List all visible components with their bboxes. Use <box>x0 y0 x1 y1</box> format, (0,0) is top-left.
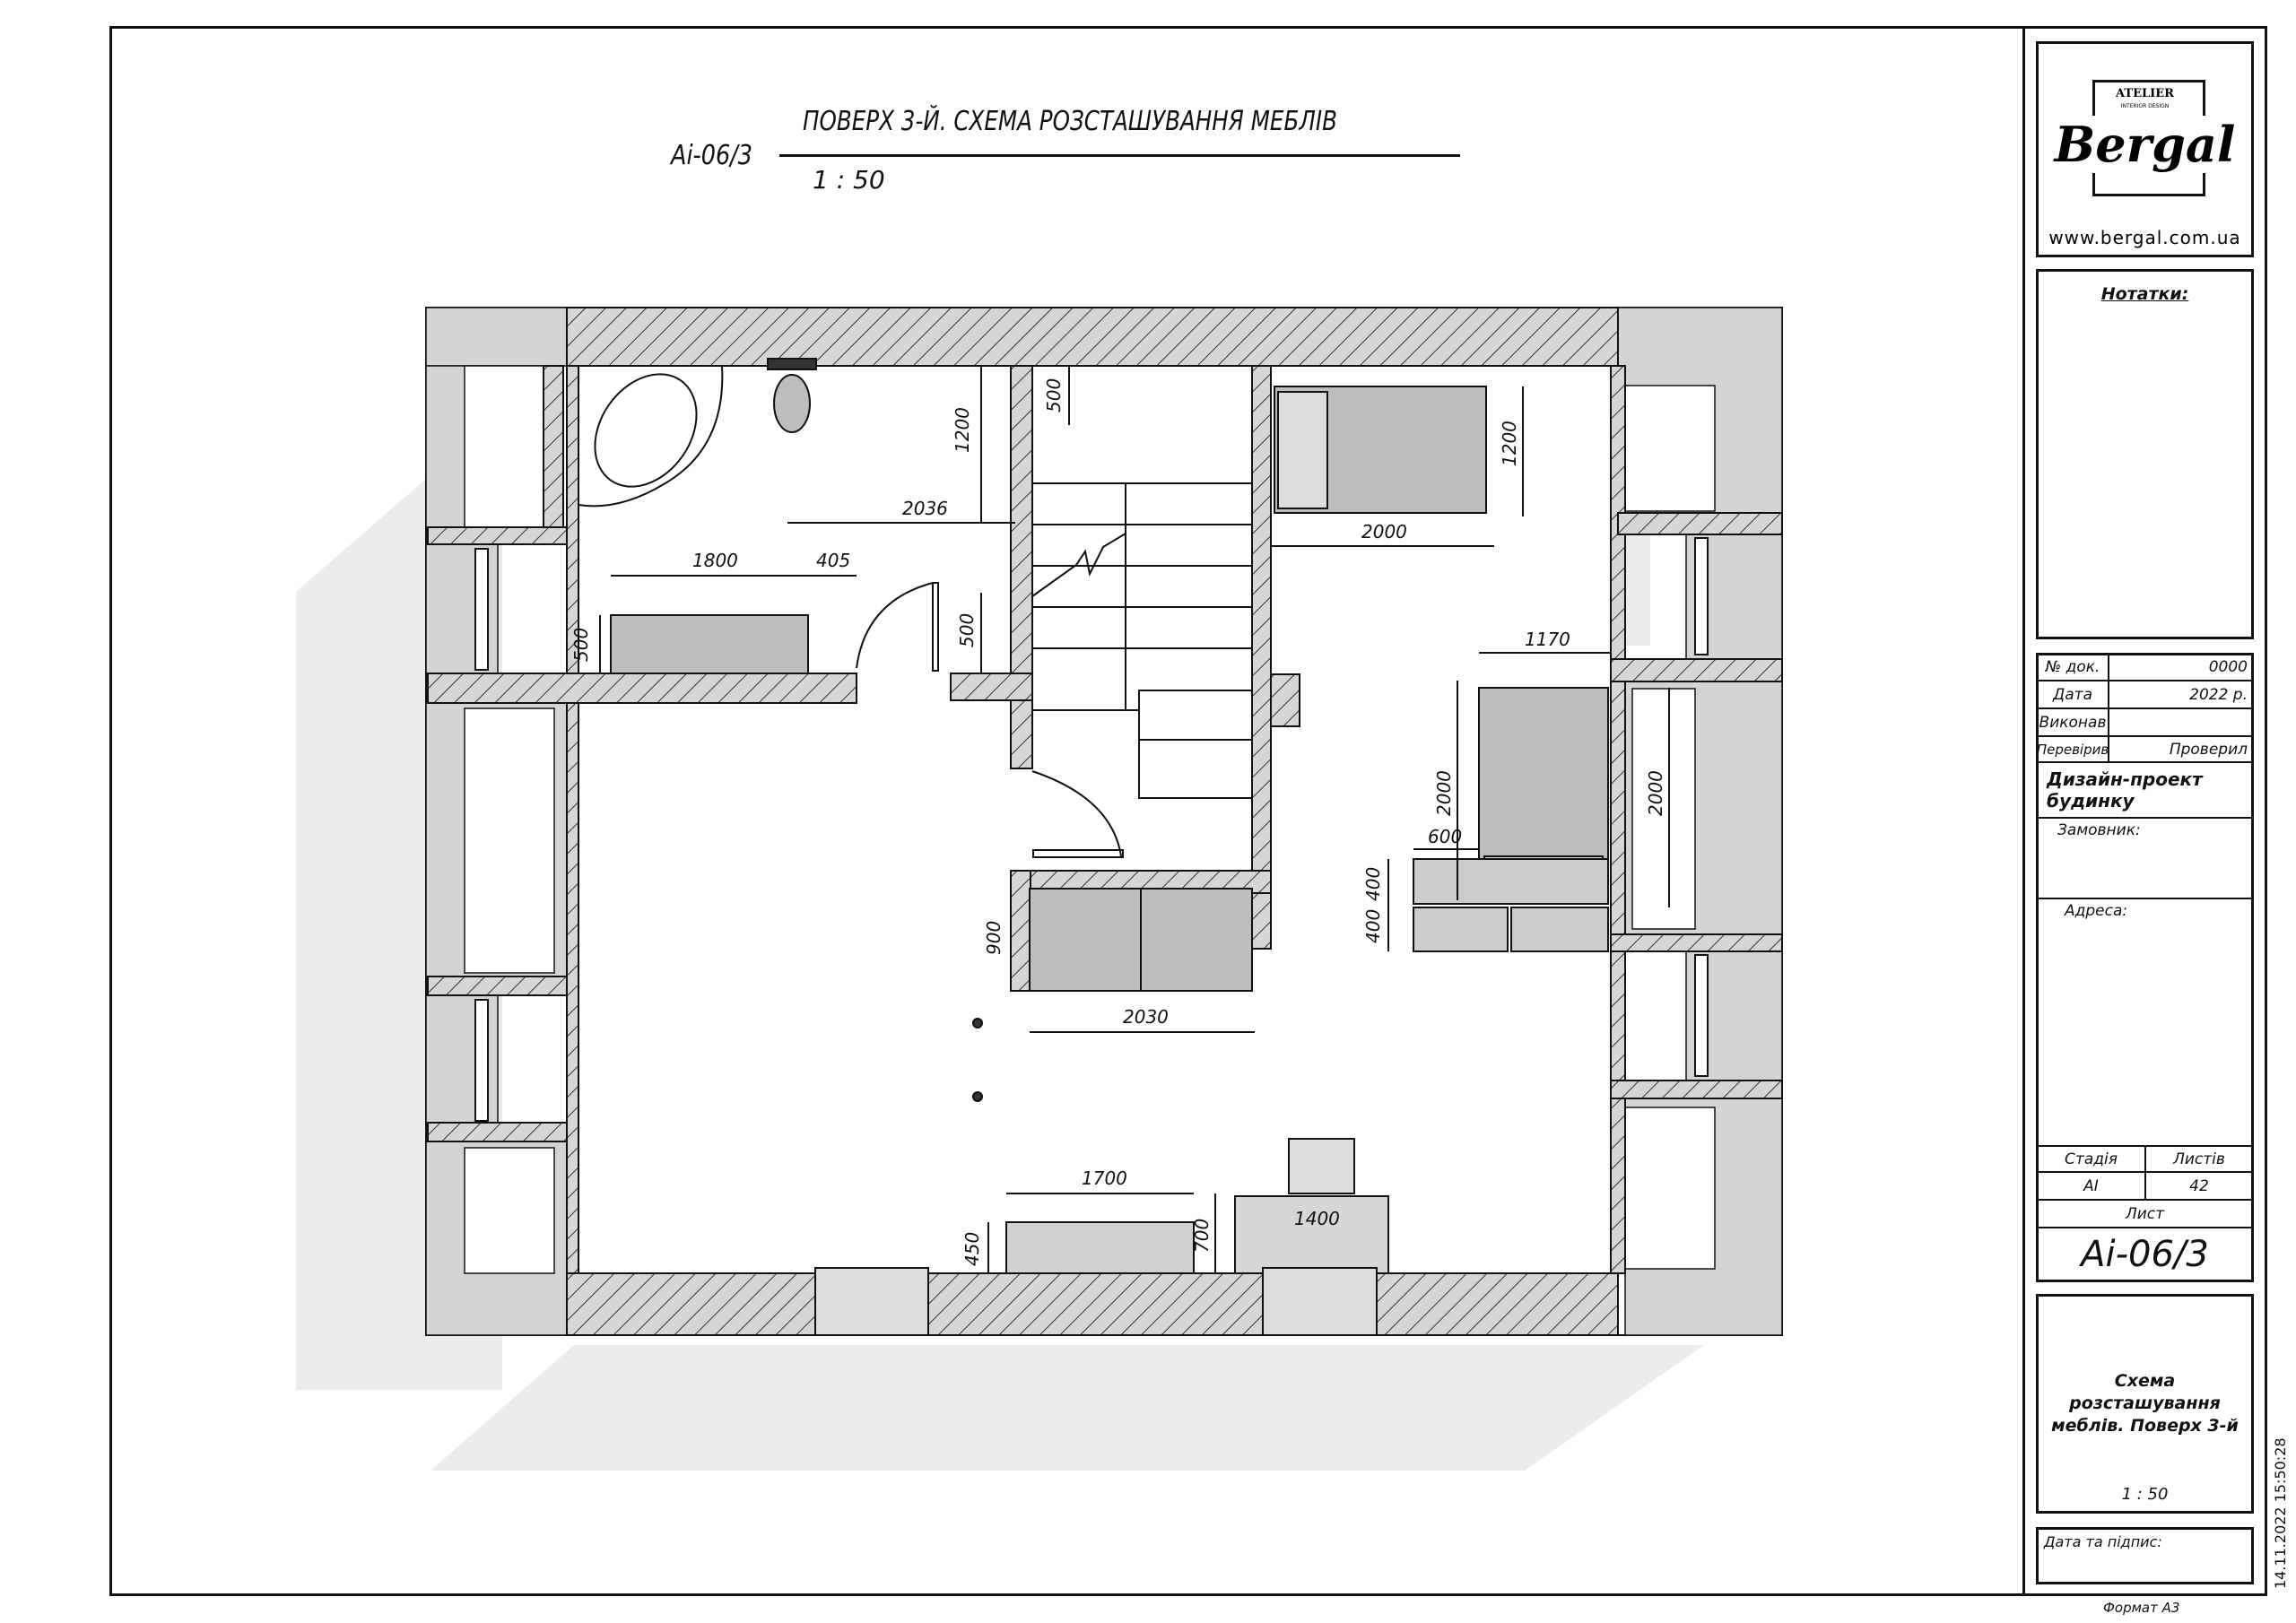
drawing-title: ПОВЕРХ 3-Й. СХЕМА РОЗСТАШУВАННЯ МЕБЛІВ <box>803 106 1337 137</box>
radiator-2 <box>1262 1267 1378 1336</box>
toilet <box>773 374 811 433</box>
hatched-walls <box>427 307 1783 1336</box>
dim-drawer-a: 400 <box>1362 867 1384 901</box>
stage-label: Стадія <box>2065 1150 2118 1168</box>
sheet-label: Лист <box>2125 1204 2165 1223</box>
notes-box: Нотатки: <box>2036 269 2254 639</box>
timestamp: 14.11.2022 15:50:28 <box>2272 1437 2289 1589</box>
dim-desk-depth: 700 <box>1191 1219 1213 1253</box>
dim-vanity-width: 1800 <box>692 550 738 571</box>
sheet-code: Аі-06/3 <box>671 140 753 171</box>
dim-sofa-width: 2030 <box>1123 1006 1169 1028</box>
dim-vanity-gap: 405 <box>816 550 850 571</box>
logo-brand: Bergal <box>2039 116 2251 173</box>
drawer-b <box>1510 907 1609 952</box>
dimension-lines <box>599 366 1670 1273</box>
drawer-a <box>1413 907 1509 952</box>
date-label: Дата <box>2052 685 2093 704</box>
logo-subtitle: INTERIOR DESIGN <box>2120 103 2170 109</box>
notes-label: Нотатки: <box>2100 284 2189 304</box>
logo-box: ATELIER INTERIOR DESIGN Bergal www.berga… <box>2036 41 2254 257</box>
chair <box>1288 1138 1355 1194</box>
doc-no: 0000 <box>2208 658 2248 676</box>
drawing-title-scale: 1 : 50 <box>2121 1485 2169 1504</box>
dim-drawer-b: 400 <box>1362 909 1384 943</box>
doc-no-label: № док. <box>2045 658 2100 676</box>
drawing-title-text: Схема розсташування меблів. Поверх 3-й <box>2051 1371 2239 1436</box>
dim-door-offset: 500 <box>956 613 978 647</box>
dim-bed2-length-right: 2000 <box>1645 770 1666 816</box>
dim-desk-width: 1400 <box>1294 1208 1340 1229</box>
checked-value: Проверил <box>2169 740 2248 759</box>
date-value: 2022 р. <box>2189 685 2248 704</box>
website-link[interactable]: www.bergal.com.ua <box>2048 227 2241 248</box>
sheets-label: Листів <box>2173 1150 2225 1168</box>
sheets-value: 42 <box>2189 1176 2209 1195</box>
dim-bed2-length-left: 2000 <box>1433 770 1455 816</box>
dim-bed2-width: 1170 <box>1525 629 1570 650</box>
sheet-number: Аі-06/3 <box>2081 1234 2209 1275</box>
furniture <box>578 358 1609 1336</box>
project-name: Дизайн-проект будинку <box>2047 768 2203 812</box>
title-underline <box>779 154 1460 157</box>
title-block-divider <box>2022 26 2025 1596</box>
dim-bath-depth: 1200 <box>952 407 973 453</box>
dim-sofa-depth: 900 <box>983 921 1004 955</box>
dim-nightstand: 600 <box>1428 826 1462 847</box>
corner-bath <box>578 365 724 508</box>
nightstand <box>1413 858 1609 905</box>
sheet-frame <box>109 26 2267 1596</box>
desk <box>1234 1195 1389 1274</box>
vanity <box>610 614 809 674</box>
dim-bed1-length: 2000 <box>1361 521 1407 542</box>
signature-box: Дата та підпис: <box>2036 1527 2254 1584</box>
signature-label: Дата та підпис: <box>2044 1533 2162 1550</box>
dim-vanity-depth: 500 <box>570 628 592 662</box>
logo-atelier: ATELIER <box>2116 87 2174 100</box>
client-label: Замовник: <box>2057 821 2141 839</box>
dim-table-width: 1700 <box>1082 1167 1127 1189</box>
dim-shower: 500 <box>1043 378 1065 412</box>
stage-value: АІ <box>2083 1176 2099 1195</box>
staircase[interactable] <box>1031 482 1253 799</box>
dim-table-depth: 450 <box>961 1232 983 1266</box>
format-label: Формат А3 <box>2103 1600 2180 1616</box>
windows <box>474 537 1709 1122</box>
dim-bath-width: 2036 <box>902 498 948 519</box>
tv-table <box>1005 1221 1195 1274</box>
dim-bed1-width: 1200 <box>1499 421 1520 466</box>
drawing-scale: 1 : 50 <box>813 165 885 195</box>
author-label: Виконав <box>2039 713 2107 732</box>
doors[interactable] <box>856 582 1124 858</box>
address-label: Адреса: <box>2065 902 2128 920</box>
author-value <box>2109 709 2248 735</box>
drawing-title-box: Схема розсташування меблів. Поверх 3-й 1… <box>2036 1294 2254 1514</box>
checked-label: Перевірив <box>2036 741 2109 758</box>
radiator-1 <box>814 1267 929 1336</box>
